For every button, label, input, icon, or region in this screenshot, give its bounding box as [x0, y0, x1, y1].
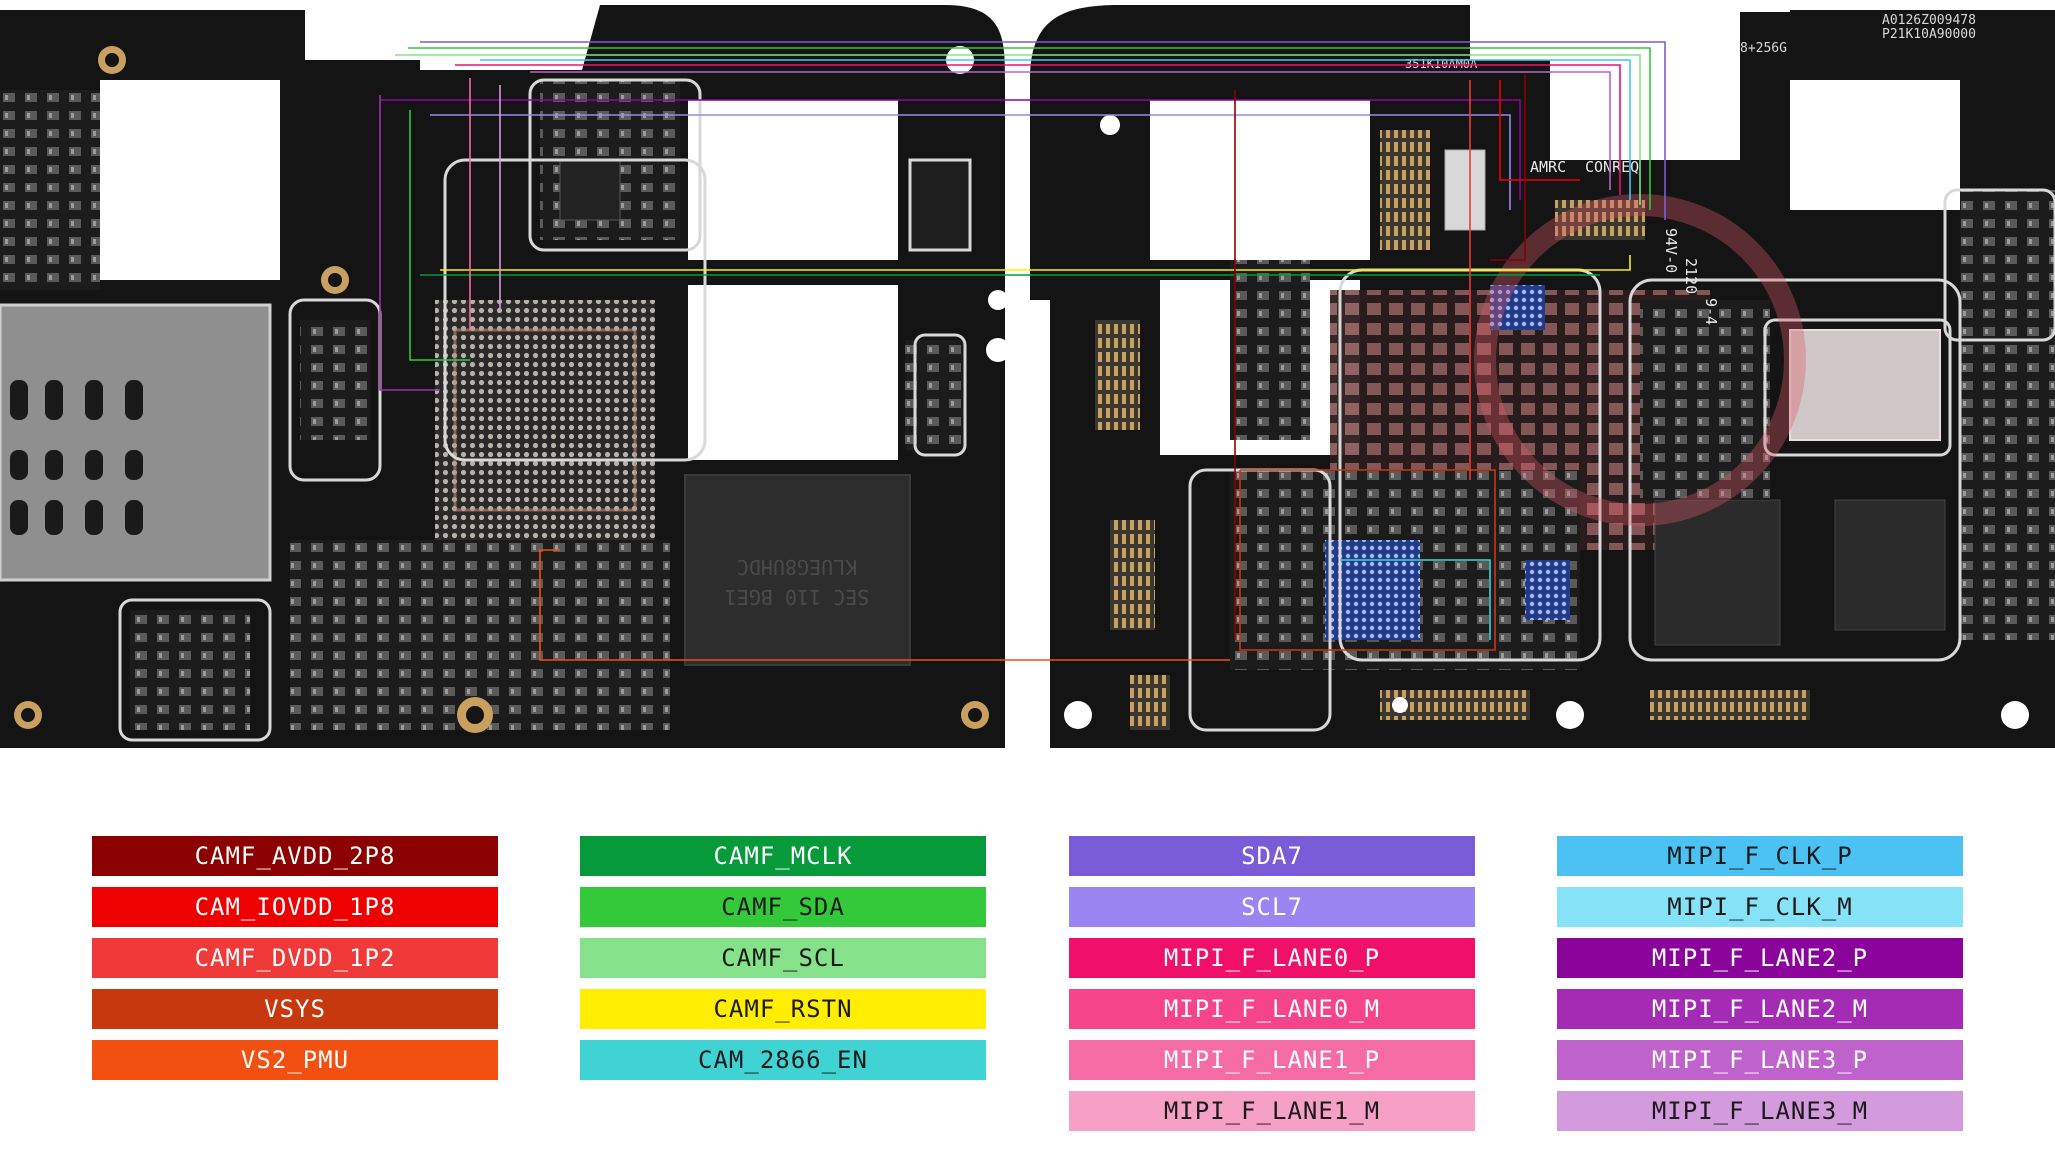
legend-item: CAMF_SDA: [580, 887, 986, 927]
silkscreen-capacity: 8+256G: [1740, 41, 1787, 56]
emmc-marking-2: SEC 110 BGE1: [725, 585, 870, 609]
silkscreen-model: P21K10A90000: [1882, 27, 1976, 42]
legend-item: MIPI_F_LANE0_M: [1069, 989, 1475, 1029]
legend-item: CAM_2866_EN: [580, 1040, 986, 1080]
legend-item: SCL7: [1069, 887, 1475, 927]
emmc-marking-1: KLUEG8UHDC: [737, 555, 857, 579]
legend-item: MIPI_F_CLK_M: [1557, 887, 1963, 927]
board-cutout: [688, 285, 898, 460]
legend-item: MIPI_F_LANE0_P: [1069, 938, 1475, 978]
board-cutout: [1150, 100, 1370, 260]
legend-item: MIPI_F_LANE3_M: [1557, 1091, 1963, 1131]
right-board-half: 351K10AM0A A0126Z009478 P21K10A90000 8+2…: [1030, 0, 2055, 748]
pcb-board-photo: KLUEG8UHDC SEC 110 BGE1: [0, 0, 2055, 748]
silkscreen-date: 2120: [1682, 258, 1700, 294]
silkscreen-serial: A0126Z009478: [1882, 13, 1976, 28]
legend-item: CAM_IOVDD_1P8: [92, 887, 498, 927]
silkscreen-amrc: AMRC: [1530, 158, 1566, 176]
silkscreen-94v0: 94V-0: [1662, 228, 1680, 273]
signal-trace-overlay: [379, 41, 1666, 661]
legend-item: VSYS: [92, 989, 498, 1029]
legend-item: CAMF_DVDD_1P2: [92, 938, 498, 978]
legend-item: CAMF_MCLK: [580, 836, 986, 876]
legend-item: VS2_PMU: [92, 1040, 498, 1080]
silkscreen-part-number: 351K10AM0A: [1405, 57, 1478, 71]
legend-item: MIPI_F_LANE2_M: [1557, 989, 1963, 1029]
legend-item: CAMF_AVDD_2P8: [92, 836, 498, 876]
silkscreen-rev: 9-4: [1702, 298, 1720, 325]
left-board-half: KLUEG8UHDC SEC 110 BGE1: [0, 5, 1010, 748]
legend-item: MIPI_F_LANE1_P: [1069, 1040, 1475, 1080]
legend-item: MIPI_F_LANE1_M: [1069, 1091, 1475, 1131]
legend-item: SDA7: [1069, 836, 1475, 876]
legend-item: MIPI_F_LANE2_P: [1557, 938, 1963, 978]
legend-item: MIPI_F_LANE3_P: [1557, 1040, 1963, 1080]
silkscreen-conreq: CONREQ: [1585, 158, 1639, 176]
legend-item: CAMF_SCL: [580, 938, 986, 978]
legend-item: CAMF_RSTN: [580, 989, 986, 1029]
board-cutout: [688, 100, 898, 260]
legend-item: MIPI_F_CLK_P: [1557, 836, 1963, 876]
